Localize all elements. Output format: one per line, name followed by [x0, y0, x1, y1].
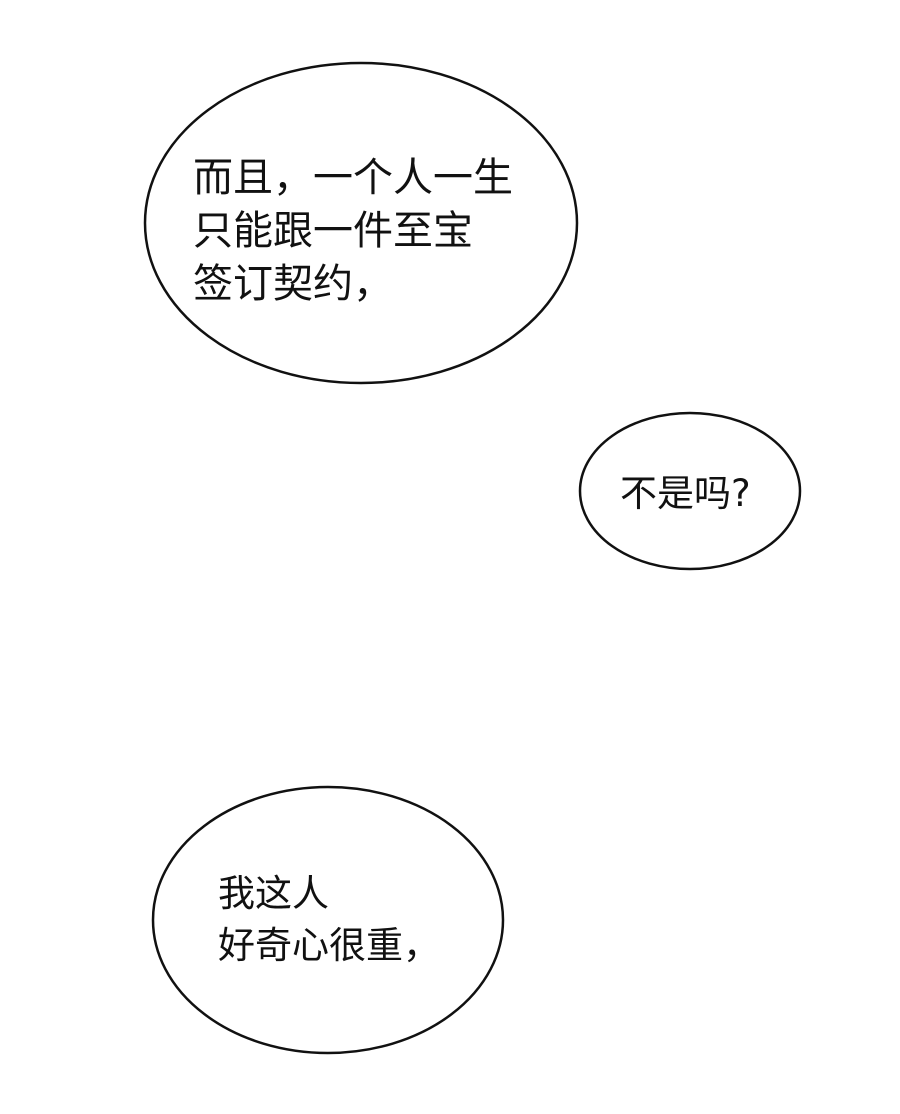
bubble-3-text: 我这人 好奇心很重， — [218, 868, 440, 972]
speech-bubble-3 — [151, 785, 505, 1055]
bubble-2-text: 不是吗? — [620, 470, 751, 518]
bubble-3-line: 好奇心很重， — [218, 924, 440, 967]
bubble-1-line: 只能跟一件至宝 — [193, 208, 473, 254]
bubble-1-line: 签订契约， — [193, 261, 393, 307]
speech-bubble-1 — [143, 61, 579, 385]
speech-bubble-2 — [578, 411, 802, 571]
bubble-3-line: 我这人 — [218, 872, 329, 915]
bubble-2-line: 不是吗? — [620, 472, 751, 515]
bubble-1-line: 而且，一个人一生 — [193, 155, 513, 201]
bubble-1-text: 而且，一个人一生 只能跟一件至宝 签订契约， — [193, 152, 513, 311]
